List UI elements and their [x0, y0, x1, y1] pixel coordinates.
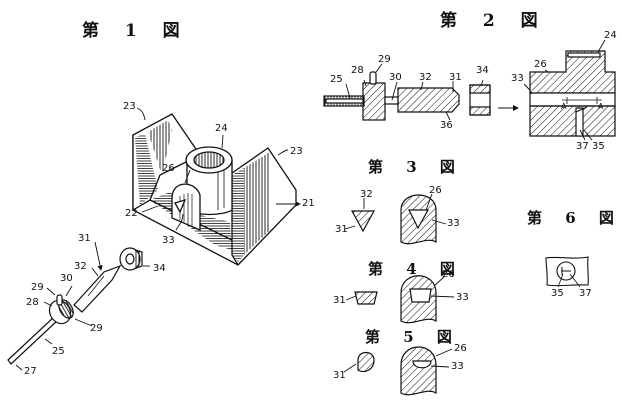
fig3-cross-sections	[344, 193, 447, 245]
ref-22: 22	[125, 208, 138, 219]
ref-33: 33	[162, 235, 175, 246]
ref-24: 24	[604, 30, 617, 41]
ref-30: 30	[60, 273, 73, 284]
ref-23-right: 23	[290, 146, 303, 157]
ref-34: 34	[153, 263, 166, 274]
ref-29-bottom: 29	[90, 323, 103, 334]
ref-26: 26	[429, 185, 442, 196]
fig5-title: 第 5 図	[365, 328, 461, 346]
fig1-shaft-assembly	[7, 247, 143, 365]
ref-25: 25	[52, 346, 65, 357]
fig6-title: 第 6 図	[527, 209, 622, 227]
fig1-holder-body	[132, 113, 297, 267]
ref-36: 36	[440, 120, 453, 131]
ref-31: 31	[335, 224, 348, 235]
ref-27: 27	[24, 366, 37, 377]
ref-33: 33	[447, 218, 460, 229]
ref-37: 37	[576, 141, 589, 152]
ref-32: 32	[74, 261, 87, 272]
fig2-leader-lines	[345, 39, 606, 141]
ref-29: 29	[378, 54, 391, 65]
fig2-holder-section	[529, 50, 616, 137]
ref-35: 35	[592, 141, 605, 152]
ref-26: 26	[534, 59, 547, 70]
ref-33: 33	[451, 361, 464, 372]
ref-33: 33	[511, 73, 524, 84]
fig2-title: 第 2 図	[440, 11, 548, 31]
ref-31: 31	[333, 295, 346, 306]
fig1-leader-lines	[15, 107, 301, 371]
ref-34: 34	[476, 65, 489, 76]
ref-29-top: 29	[31, 282, 44, 293]
fig3-title: 第 3 図	[368, 158, 464, 176]
ref-26: 26	[454, 343, 467, 354]
ref-21: 21	[302, 198, 315, 209]
ref-24: 24	[215, 123, 228, 134]
ref-31: 31	[333, 370, 346, 381]
ref-28: 28	[351, 65, 364, 76]
ref-37: 37	[579, 288, 592, 299]
fig4-cross-sections	[345, 275, 455, 324]
ref-23-left: 23	[123, 101, 136, 112]
fig5-cross-sections	[343, 346, 453, 396]
fig6-detail	[545, 256, 589, 288]
ref-33: 33	[456, 292, 469, 303]
section-mark-a-left: A	[561, 102, 567, 111]
fig2-exploded-section	[323, 71, 519, 121]
ref-28: 28	[26, 297, 39, 308]
ref-26: 26	[162, 163, 175, 174]
section-mark-a-right: A	[598, 102, 604, 111]
ref-25: 25	[330, 74, 343, 85]
ref-30: 30	[389, 72, 402, 83]
fig1-title: 第 1 図	[82, 21, 190, 41]
ref-35: 35	[551, 288, 564, 299]
ref-32: 32	[419, 72, 432, 83]
ref-31: 31	[78, 233, 91, 244]
ref-32: 32	[360, 189, 373, 200]
ref-26: 26	[442, 269, 455, 280]
ref-31: 31	[449, 72, 462, 83]
fig4-title: 第 4 図	[368, 260, 464, 278]
